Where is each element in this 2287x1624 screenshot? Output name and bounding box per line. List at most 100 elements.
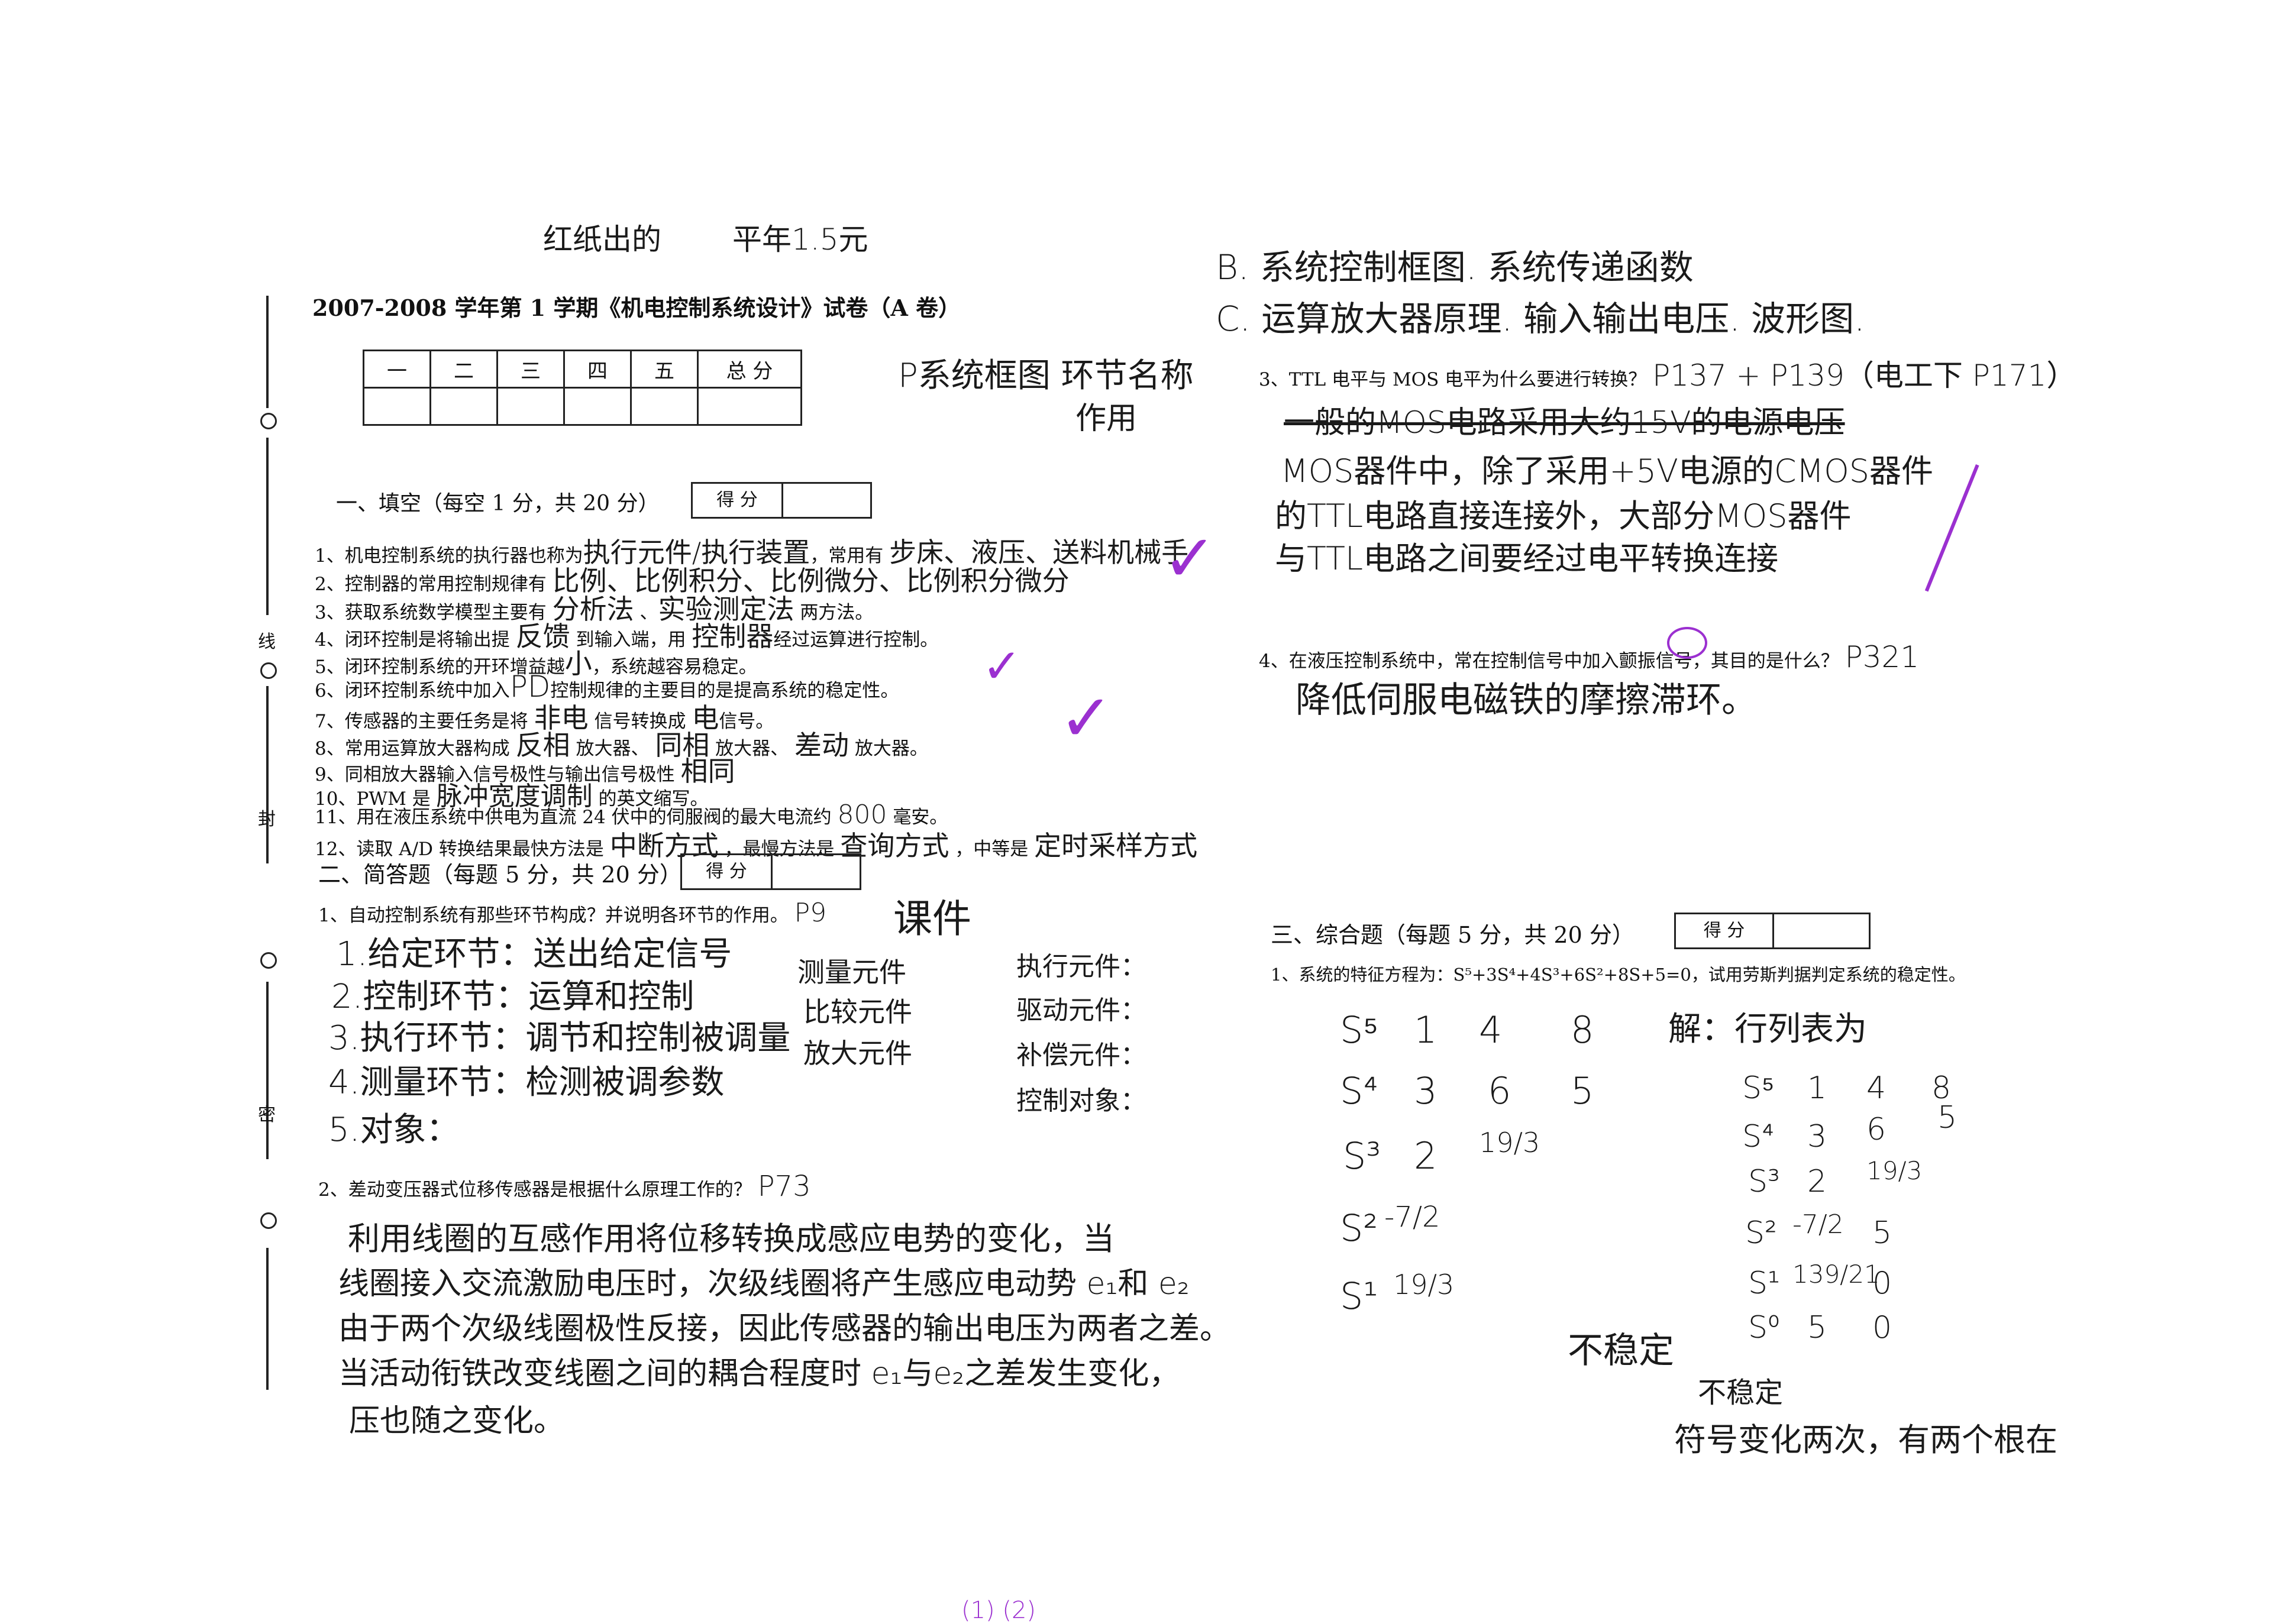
fill-item: 9、同相放大器输入信号极性与输出信号极性 相同 xyxy=(315,755,735,787)
sa-q3-answer: 与TTL电路之间要经过电平转换连接 xyxy=(1275,540,1779,577)
score-label: 得 分 xyxy=(693,484,783,517)
score-header: 四 xyxy=(563,350,632,389)
routh-cell: S⁰ xyxy=(1748,1310,1780,1345)
right-line-c: C. 运算放大器原理. 输入输出电压. 波形图. xyxy=(1216,299,1865,339)
fill-item: 4、闭环控制是将输出提 反馈 到输入端，用 控制器经过运算进行控制。 xyxy=(315,620,939,652)
section1-title: 一、填空（每空 1 分，共 20 分） xyxy=(336,491,660,516)
routh-cell: 8 xyxy=(1571,1008,1594,1052)
sa-q2-answer: 当活动衔铁改变线圈之间的耦合程度时 e₁与e₂之差发生变化， xyxy=(338,1356,1180,1392)
header-note-right: 平年1.5元 xyxy=(732,222,868,257)
sa-q1-col1: 比较元件 xyxy=(803,996,912,1028)
score-header: 五 xyxy=(630,350,699,389)
score-cell xyxy=(429,387,498,426)
routh-cell: 2 xyxy=(1807,1164,1827,1199)
section2-score-box: 得 分 xyxy=(680,853,861,890)
binding-mark: 封 xyxy=(258,809,276,830)
conclusion-text: 符号变化两次，有两个根在 xyxy=(1674,1421,2057,1458)
routh-cell: 8 xyxy=(1931,1070,1952,1106)
sa-q1-answer: 4.测量环节：检测被调参数 xyxy=(328,1063,725,1102)
routh-cell: S² xyxy=(1745,1215,1777,1251)
binding-line xyxy=(266,296,269,408)
section2-title: 二、简答题（每题 5 分，共 20 分） xyxy=(318,862,682,888)
routh-cell: 5 xyxy=(1807,1310,1827,1345)
sa-q3-answer: 的TTL电路直接连接外，大部分MOS器件 xyxy=(1275,497,1852,535)
sa-q1-col2: 执行元件： xyxy=(1016,952,1146,982)
page-marks: (1) (2) xyxy=(961,1597,1036,1624)
binding-line xyxy=(266,1248,269,1390)
score-cell xyxy=(363,387,431,426)
binding-line xyxy=(266,982,269,1159)
binding-line xyxy=(266,438,269,615)
score-table: 一 二 三 四 五 总 分 xyxy=(363,350,802,426)
sa-q1-col1: 放大元件 xyxy=(803,1037,912,1069)
side-note-line1: P系统框图 环节名称 xyxy=(898,357,1194,395)
sa-q1-col2: 控制对象： xyxy=(1016,1086,1146,1116)
sa-q1-col2: 补偿元件： xyxy=(1016,1040,1146,1070)
routh-cell: -7/2 xyxy=(1792,1209,1844,1240)
routh-cell: 0 xyxy=(1872,1310,1892,1345)
score-cell xyxy=(697,387,802,426)
check-mark-icon: ✓ xyxy=(1162,520,1217,596)
fill-item: 8、常用运算放大器构成 反相 放大器、 同相 放大器、 差动 放大器。 xyxy=(315,729,928,761)
routh-cell: S¹ xyxy=(1748,1266,1780,1301)
sa-q1-answer: 1.给定环节：送出给定信号 xyxy=(336,935,732,973)
sa-q2-answer: 线圈接入交流激励电压时，次级线圈将产生感应电动势 e₁和 e₂ xyxy=(338,1266,1190,1302)
routh-cell: 4 xyxy=(1479,1008,1503,1052)
fill-item: 5、闭环控制系统的开环增益越小，系统越容易稳定。 xyxy=(315,648,757,680)
binding-hole-icon xyxy=(260,413,277,429)
routh-cell: 1 xyxy=(1807,1070,1827,1106)
routh-cell: S⁴ xyxy=(1742,1119,1774,1154)
conclusion-unstable: 不稳定 xyxy=(1568,1330,1674,1371)
routh-cell: 3 xyxy=(1414,1069,1438,1112)
section3-title: 三、综合题（每题 5 分，共 20 分） xyxy=(1271,922,1635,948)
binding-hole-icon xyxy=(260,662,277,679)
routh-cell: S¹ xyxy=(1340,1274,1378,1318)
routh-cell: S³ xyxy=(1748,1164,1780,1199)
sa-q1-col2: 驱动元件： xyxy=(1016,995,1146,1025)
sa-q4-text: 4、在液压控制系统中，常在控制信号中加入颤振信号，其目的是什么？ P321 xyxy=(1259,640,1920,674)
routh-cell: S⁴ xyxy=(1340,1069,1378,1112)
check-mark-icon: ✓ xyxy=(982,639,1022,694)
sa-q1-side: 课件 xyxy=(893,896,971,942)
routh-cell: 1 xyxy=(1414,1008,1438,1052)
routh-cell: -7/2 xyxy=(1384,1201,1440,1234)
sa-q4-answer: 降低伺服电磁铁的摩擦滞环。 xyxy=(1296,680,1757,721)
routh-cell: 139/21 xyxy=(1792,1260,1880,1289)
score-cell xyxy=(563,387,632,426)
score-header: 三 xyxy=(496,350,565,389)
routh-cell: 19/3 xyxy=(1479,1127,1540,1159)
sa-q3-answer-struck: 一般的MOS电路采用大约15V的电源电压 xyxy=(1284,405,1845,441)
fill-item: 6、闭环控制系统中加入PD控制规律的主要目的是提高系统的稳定性。 xyxy=(315,669,899,704)
sa-q3-answer: MOS器件中，除了采用+5V电源的CMOS器件 xyxy=(1281,452,1933,490)
sa-q2-answer: 利用线圈的互感作用将位移转换成感应电势的变化，当 xyxy=(348,1220,1115,1257)
sa-q1-col1: 测量元件 xyxy=(797,956,906,988)
section3-score-box: 得 分 xyxy=(1674,913,1871,949)
score-header: 二 xyxy=(429,350,498,389)
score-cell xyxy=(496,387,565,426)
binding-hole-icon xyxy=(260,1212,277,1229)
fill-item: 7、传感器的主要任务是将 非电 信号转换成 电信号。 xyxy=(315,702,774,734)
routh-cell: S³ xyxy=(1343,1134,1381,1177)
routh-cell: S⁵ xyxy=(1340,1008,1379,1052)
fill-item: 10、PWM 是 脉冲宽度调制 的英文缩写。 xyxy=(315,781,709,811)
routh-cell: 5 xyxy=(1872,1215,1892,1251)
synth-q1-text: 1、系统的特征方程为：S⁵+3S⁴+4S³+6S²+8S+5=0，试用劳斯判据判… xyxy=(1271,965,1966,985)
exam-title: 2007-2008 学年第 1 学期《机电控制系统设计》试卷（A 卷） xyxy=(312,295,961,321)
sa-q1-answer: 2.控制环节：运算和控制 xyxy=(331,978,695,1016)
conclusion-unstable: 不稳定 xyxy=(1698,1376,1784,1409)
routh-cell: 5 xyxy=(1571,1069,1594,1112)
sa-q2-answer: 由于两个次级线圈极性反接，因此传感器的输出电压为两者之差。 xyxy=(338,1311,1231,1347)
sa-q2-text: 2、差动变压器式位移传感器是根据什么原理工作的？ P73 xyxy=(318,1170,811,1203)
routh-cell: 6 xyxy=(1488,1069,1511,1112)
binding-hole-icon xyxy=(260,952,277,969)
sa-q2-answer: 压也随之变化。 xyxy=(349,1403,565,1439)
routh-cell: S⁵ xyxy=(1742,1070,1775,1106)
sa-q1-text: 1、自动控制系统有那些环节构成？并说明各环节的作用。 P9 xyxy=(318,898,827,928)
section1-score-box: 得 分 xyxy=(691,482,872,519)
fill-item: 1、机电控制系统的执行器也称为执行元件/执行装置，常用有 步床、液压、送料机械手 xyxy=(315,536,1189,568)
routh-cell: 5 xyxy=(1937,1100,1957,1135)
side-note-line2: 作用 xyxy=(1075,401,1138,436)
routh-cell: 6 xyxy=(1866,1112,1887,1147)
binding-mark: 线 xyxy=(258,632,276,652)
fill-item: 11、用在液压系统中供电为直流 24 伏中的伺服阀的最大电流约 800 毫安。 xyxy=(315,800,948,830)
